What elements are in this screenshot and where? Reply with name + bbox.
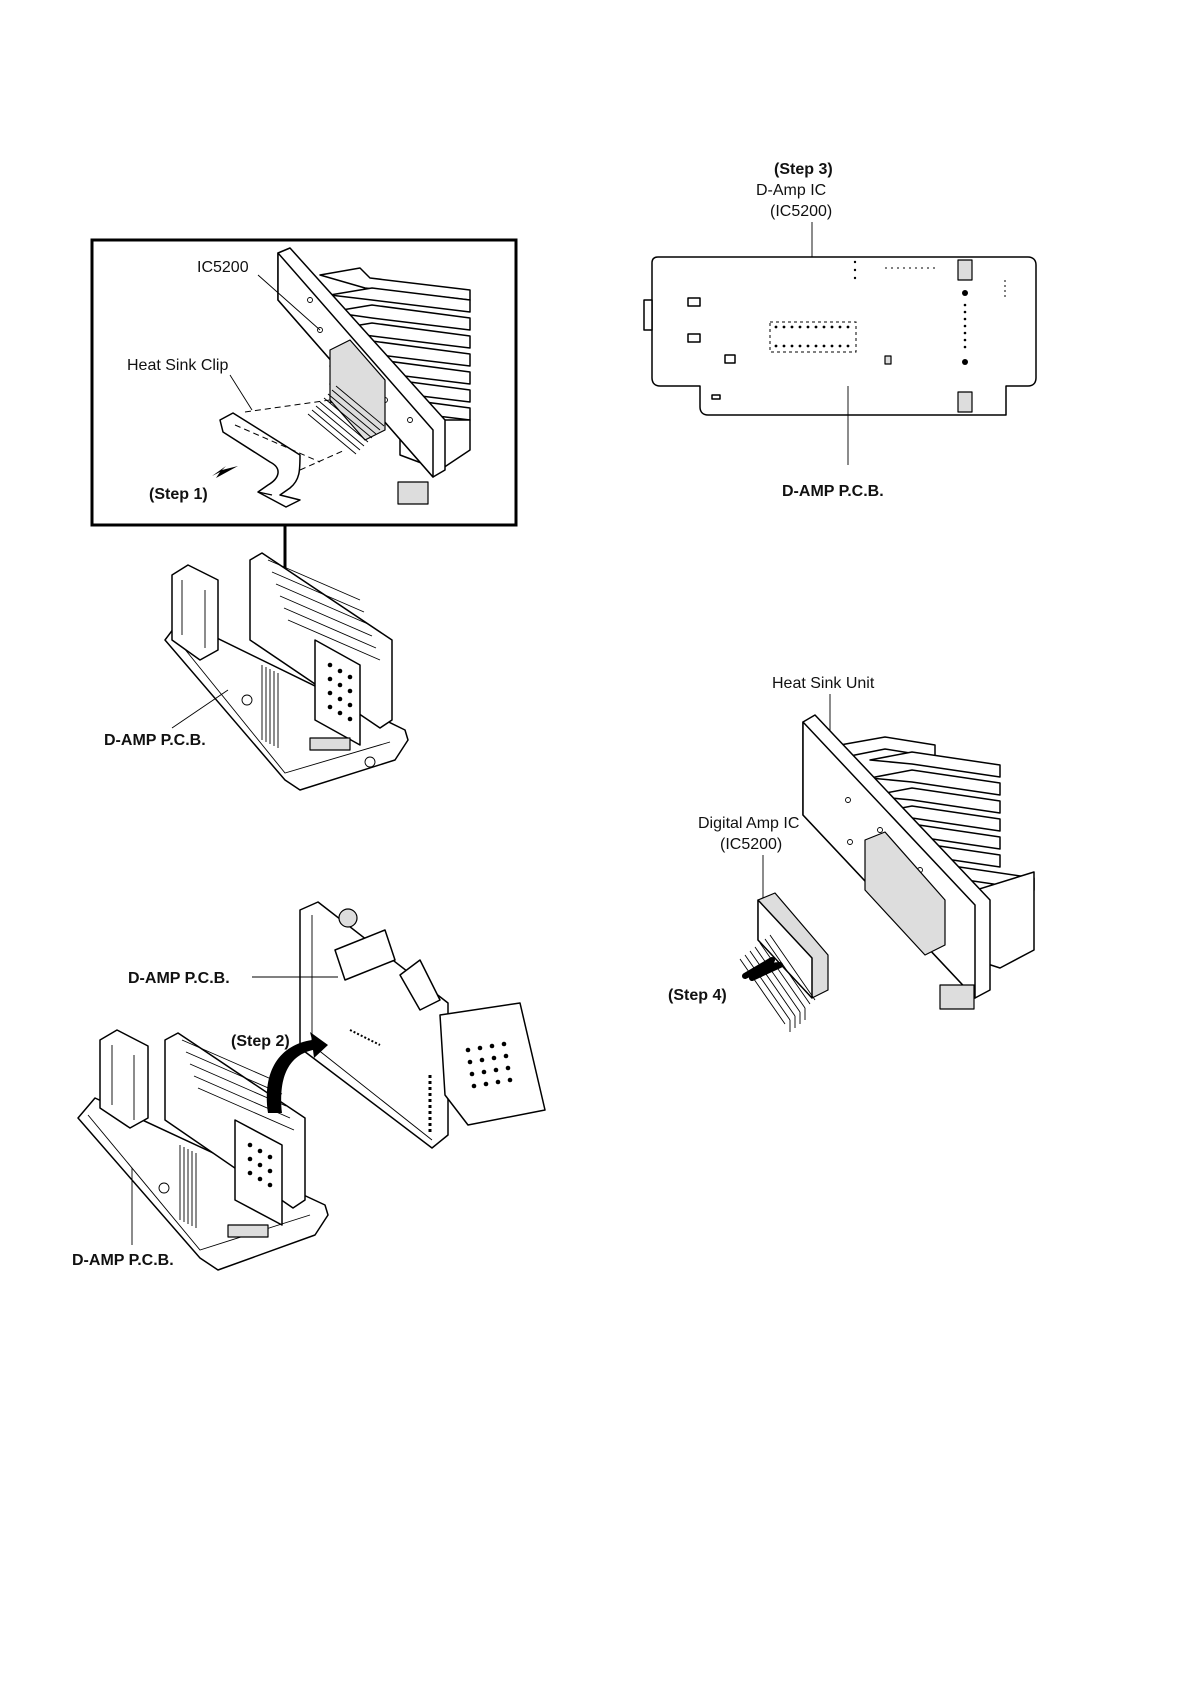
label-digital-amp-ic: Digital Amp IC [698,815,799,832]
figure-step2: D-AMP P.C.B. (Step 2) D-AMP P.C.B. [72,902,545,1270]
label-ic5200-paren: (IC5200) [770,203,832,220]
heat-sink-unit-foot [940,985,974,1009]
heat-sink-unit-illustration [803,715,1034,1009]
label-step4: (Step 4) [668,987,727,1004]
label-ic5200: IC5200 [197,259,249,276]
label-step1: (Step 1) [149,486,208,503]
label-ic5200-paren-2: (IC5200) [720,836,782,853]
heat-sink-foot [398,482,428,504]
label-d-amp-pcb-2b: D-AMP P.C.B. [72,1252,174,1269]
label-d-amp-pcb-2a: D-AMP P.C.B. [128,970,230,987]
heat-sink-illustration [278,248,470,504]
label-d-amp-pcb-3: D-AMP P.C.B. [782,483,884,500]
label-d-amp-ic: D-Amp IC [756,182,826,199]
label-heat-sink-clip: Heat Sink Clip [127,357,228,374]
label-d-amp-pcb-1: D-AMP P.C.B. [104,732,206,749]
figure-step3: (Step 3) D-Amp IC (IC5200) D-AMP P.C.B. [644,161,1036,500]
d-amp-board-assembly-1 [165,553,408,790]
label-step2: (Step 2) [231,1033,290,1050]
d-amp-board-flipped [300,902,545,1148]
arrow-step1-icon [212,466,238,478]
label-heat-sink-unit: Heat Sink Unit [772,675,875,692]
figure-step1: IC5200 Heat Sink Clip (Step 1) [92,240,516,790]
d-amp-board-assembly-2 [78,1030,328,1270]
figure-step4: Heat Sink Unit [668,675,1034,1032]
label-step3: (Step 3) [774,161,833,178]
heat-sink-clip-illustration [220,400,345,507]
d-amp-pcb-outline [652,257,1036,415]
digital-amp-ic-illustration [740,893,828,1032]
